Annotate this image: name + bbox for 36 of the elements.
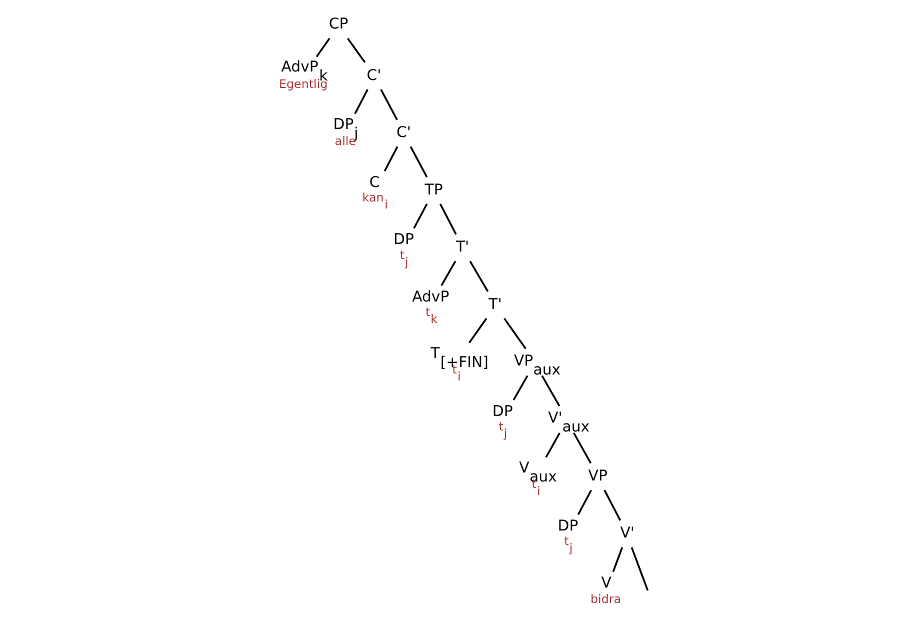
connector xyxy=(512,375,528,401)
node-text: DP xyxy=(394,230,414,248)
connector xyxy=(545,432,560,458)
connector xyxy=(630,547,649,591)
node-text: AdvP xyxy=(412,287,450,306)
connector xyxy=(469,260,489,292)
node-text: DP xyxy=(558,516,578,534)
connector xyxy=(410,146,428,178)
connector xyxy=(384,146,398,172)
connector xyxy=(504,318,526,350)
connector xyxy=(573,432,592,464)
connector xyxy=(439,204,457,235)
connector xyxy=(468,318,488,344)
node-text: C' xyxy=(366,66,382,84)
node-text: TP xyxy=(424,180,443,198)
connector xyxy=(413,204,428,229)
node-label: alle xyxy=(334,134,356,148)
node-label: bidra xyxy=(590,592,622,606)
connector xyxy=(541,375,560,406)
node-text: V' xyxy=(620,524,635,542)
connector xyxy=(380,89,398,120)
node-text: C' xyxy=(396,123,411,142)
node-text: C xyxy=(369,172,380,191)
connector xyxy=(604,490,622,521)
node-text: CP xyxy=(328,14,348,33)
connector xyxy=(440,260,456,286)
connector xyxy=(354,89,368,114)
connector xyxy=(612,547,624,572)
node-text: V xyxy=(601,574,612,592)
connector xyxy=(346,38,366,63)
node-text: VP xyxy=(588,466,608,484)
node-text: T' xyxy=(488,294,502,313)
connector xyxy=(577,490,592,515)
node-text: T' xyxy=(456,238,470,256)
node-text: DP xyxy=(492,402,513,420)
connector xyxy=(316,38,330,58)
